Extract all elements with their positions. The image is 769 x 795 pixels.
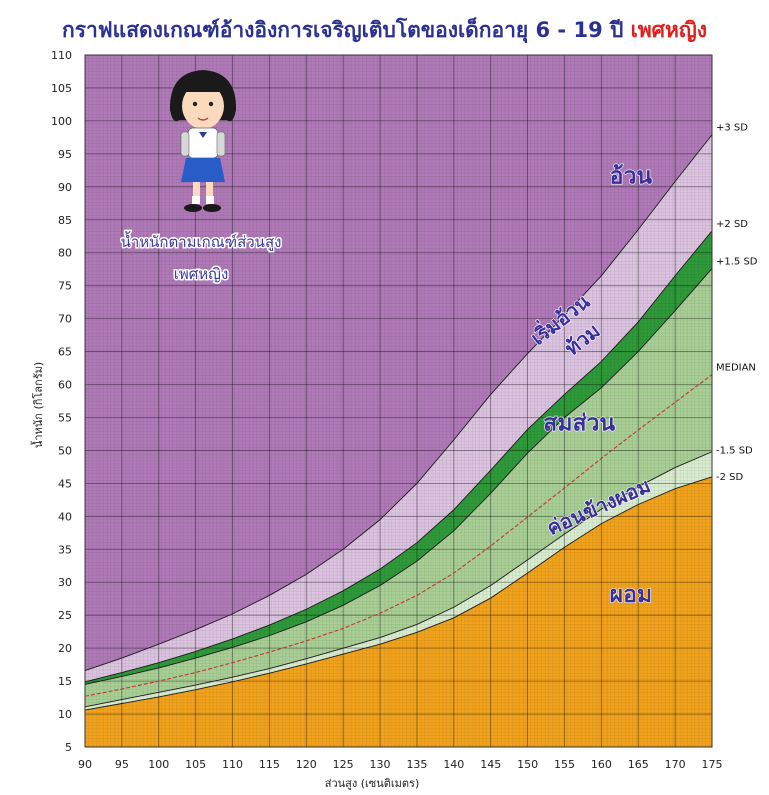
x-tick-165: 165: [628, 758, 649, 771]
x-tick-105: 105: [185, 758, 206, 771]
y-tick-100: 100: [51, 115, 72, 128]
y-tick-95: 95: [58, 148, 72, 161]
y-tick-65: 65: [58, 346, 72, 359]
zone-label-5: ผอม: [610, 582, 652, 608]
line-plusminus-1-5sd: [84, 268, 713, 685]
sd-lines: [84, 134, 713, 711]
sd-label-median: MEDIAN: [716, 363, 756, 374]
y-tick-45: 45: [58, 477, 72, 490]
sd-label-minus-1-5sd: -1.5 SD: [716, 446, 753, 457]
major-grid: [84, 54, 713, 748]
line-minus-2sd: [84, 476, 713, 711]
x-axis-ticks: 90 95 100 105 110 115 120 125 130 135 140 145 150 155…: [78, 758, 723, 771]
y-tick-75: 75: [58, 280, 72, 293]
girl-illustration: [169, 70, 237, 212]
x-tick-135: 135: [406, 758, 427, 771]
x-tick-155: 155: [554, 758, 575, 771]
x-tick-130: 130: [370, 758, 391, 771]
x-tick-140: 140: [443, 758, 464, 771]
sd-label-plusminus-3sd: +3 SD: [716, 123, 748, 134]
x-tick-100: 100: [148, 758, 169, 771]
x-tick-110: 110: [222, 758, 243, 771]
chart-title: กราฟแสดงเกณฑ์อ้างอิงการเจริญเติบโตของเด็…: [0, 14, 769, 47]
y-tick-5: 5: [65, 741, 72, 754]
y-tick-10: 10: [58, 708, 72, 721]
y-tick-15: 15: [58, 675, 72, 688]
y-tick-50: 50: [58, 444, 72, 457]
y-tick-25: 25: [58, 609, 72, 622]
inset-title: น้ำหนักตามเกณฑ์ส่วนสูง: [121, 231, 282, 251]
title-gender: เพศหญิง: [630, 18, 707, 42]
sd-labels: +3 SD +2 SD +1.5 SD MEDIAN -1.5 SD -2 SD: [716, 123, 758, 483]
inset-subtitle: เพศหญิง: [174, 265, 229, 283]
x-tick-175: 175: [702, 758, 723, 771]
y-tick-40: 40: [58, 510, 72, 523]
title-main: กราฟแสดงเกณฑ์อ้างอิงการเจริญเติบโตของเด็…: [62, 18, 624, 42]
line-minus-1-5sd: [84, 451, 713, 708]
x-tick-145: 145: [480, 758, 501, 771]
y-axis-ticks: 5 10 15 20 25 30 35 40 45 50 55 60 65 70 75 80 85 90 95 100…: [51, 49, 72, 754]
plot-frame: [84, 54, 713, 748]
sd-label-minus-2sd: -2 SD: [716, 472, 743, 483]
y-tick-20: 20: [58, 642, 72, 655]
x-tick-115: 115: [259, 758, 280, 771]
y-tick-85: 85: [58, 214, 72, 227]
x-tick-170: 170: [665, 758, 686, 771]
x-tick-90: 90: [78, 758, 92, 771]
line-median: [84, 374, 713, 697]
x-tick-120: 120: [296, 758, 317, 771]
sd-label-plusminus-1-5sd: +1.5 SD: [716, 257, 758, 268]
y-tick-90: 90: [58, 181, 72, 194]
sd-label-plusminus-2sd: +2 SD: [716, 219, 748, 230]
y-tick-60: 60: [58, 379, 72, 392]
y-axis-label: น้ำหนัก (กิโลกรัม): [30, 362, 45, 448]
x-tick-160: 160: [591, 758, 612, 771]
line-plusminus-2sd: [84, 230, 713, 683]
y-tick-70: 70: [58, 313, 72, 326]
zone-label-0: อ้วน: [610, 164, 653, 190]
x-tick-95: 95: [115, 758, 129, 771]
x-axis-label: ส่วนสูง (เซนติเมตร): [325, 777, 420, 790]
fine-grid: [85, 55, 712, 747]
y-tick-110: 110: [51, 49, 72, 62]
zone-label-3: สมส่วน: [543, 411, 615, 437]
y-tick-35: 35: [58, 543, 72, 556]
x-tick-150: 150: [517, 758, 538, 771]
x-tick-125: 125: [333, 758, 354, 771]
y-tick-30: 30: [58, 576, 72, 589]
line-plusminus-3sd: [84, 134, 713, 671]
y-tick-55: 55: [58, 411, 72, 424]
y-tick-105: 105: [51, 82, 72, 95]
y-tick-80: 80: [58, 247, 72, 260]
